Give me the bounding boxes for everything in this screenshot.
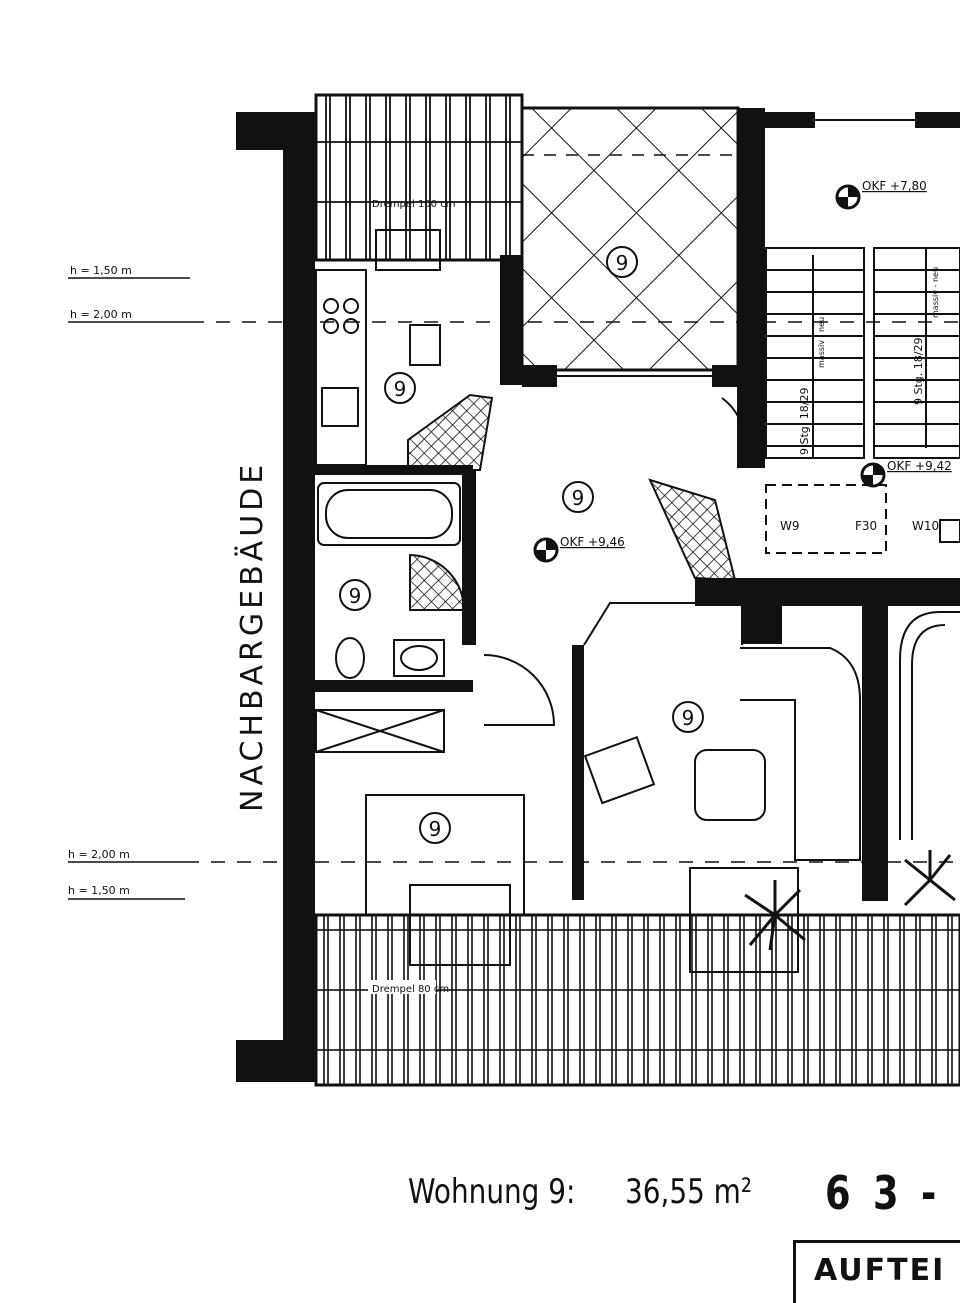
bathroom bbox=[317, 482, 466, 679]
height-marks: h = 1,50 m h = 2,00 m h = 2,00 m h = 1,5… bbox=[68, 264, 960, 900]
door-label-w10: W10 bbox=[912, 519, 939, 533]
height-mark: h = 1,50 m bbox=[70, 264, 132, 277]
room-number: 9 bbox=[616, 251, 629, 275]
stair-note-right: massiv - neu bbox=[931, 267, 940, 318]
door-label-f30: F30 bbox=[855, 519, 877, 533]
door-label-w9: W9 bbox=[780, 519, 800, 533]
room-number: 9 bbox=[394, 377, 407, 401]
drempel-label: Drempel 100 cm bbox=[372, 199, 455, 210]
height-mark: h = 2,00 m bbox=[68, 848, 130, 861]
stamp-text: AUFTEI bbox=[814, 1253, 946, 1288]
staircase bbox=[765, 247, 960, 554]
room-markers: 9 9 9 9 9 9 bbox=[339, 246, 704, 844]
drempel-label: Drempel 80 cm bbox=[372, 984, 449, 995]
unit-label: Wohnung 9: bbox=[408, 1172, 576, 1212]
room-number: 9 bbox=[349, 584, 362, 608]
height-mark: h = 1,50 m bbox=[68, 884, 130, 897]
level-okf-flat: OKF +9,46 bbox=[560, 535, 625, 549]
living-area bbox=[315, 397, 960, 973]
plan-number: 6 3 - bbox=[825, 1166, 942, 1220]
roof-terrace bbox=[520, 106, 740, 372]
room-number: 9 bbox=[682, 706, 695, 730]
height-mark: h = 2,00 m bbox=[70, 308, 132, 321]
stair-note-left: massiv - neu bbox=[817, 317, 826, 368]
upper-balcony bbox=[314, 93, 524, 262]
level-okf-top: OKF +7,80 bbox=[862, 179, 927, 193]
unit-area: 36,55 m² bbox=[625, 1172, 753, 1212]
lower-balcony bbox=[314, 913, 960, 1087]
stair-label-left: 9 Stg. 18/29 bbox=[798, 388, 811, 455]
level-okf-landing: OKF +9,42 bbox=[887, 459, 952, 473]
title-stamp: AUFTEI bbox=[793, 1240, 960, 1303]
level-markers: OKF +7,80 OKF +9,42 OKF +9,46 bbox=[533, 179, 952, 563]
plant-icon bbox=[744, 850, 956, 951]
neighbor-building-label: NACHBARGEBÄUDE bbox=[234, 461, 270, 812]
kitchen bbox=[315, 229, 494, 471]
walls bbox=[236, 108, 960, 1082]
room-number: 9 bbox=[429, 817, 442, 841]
stair-label-right: 9 Stg. 18/29 bbox=[912, 338, 925, 405]
room-number: 9 bbox=[572, 486, 585, 510]
